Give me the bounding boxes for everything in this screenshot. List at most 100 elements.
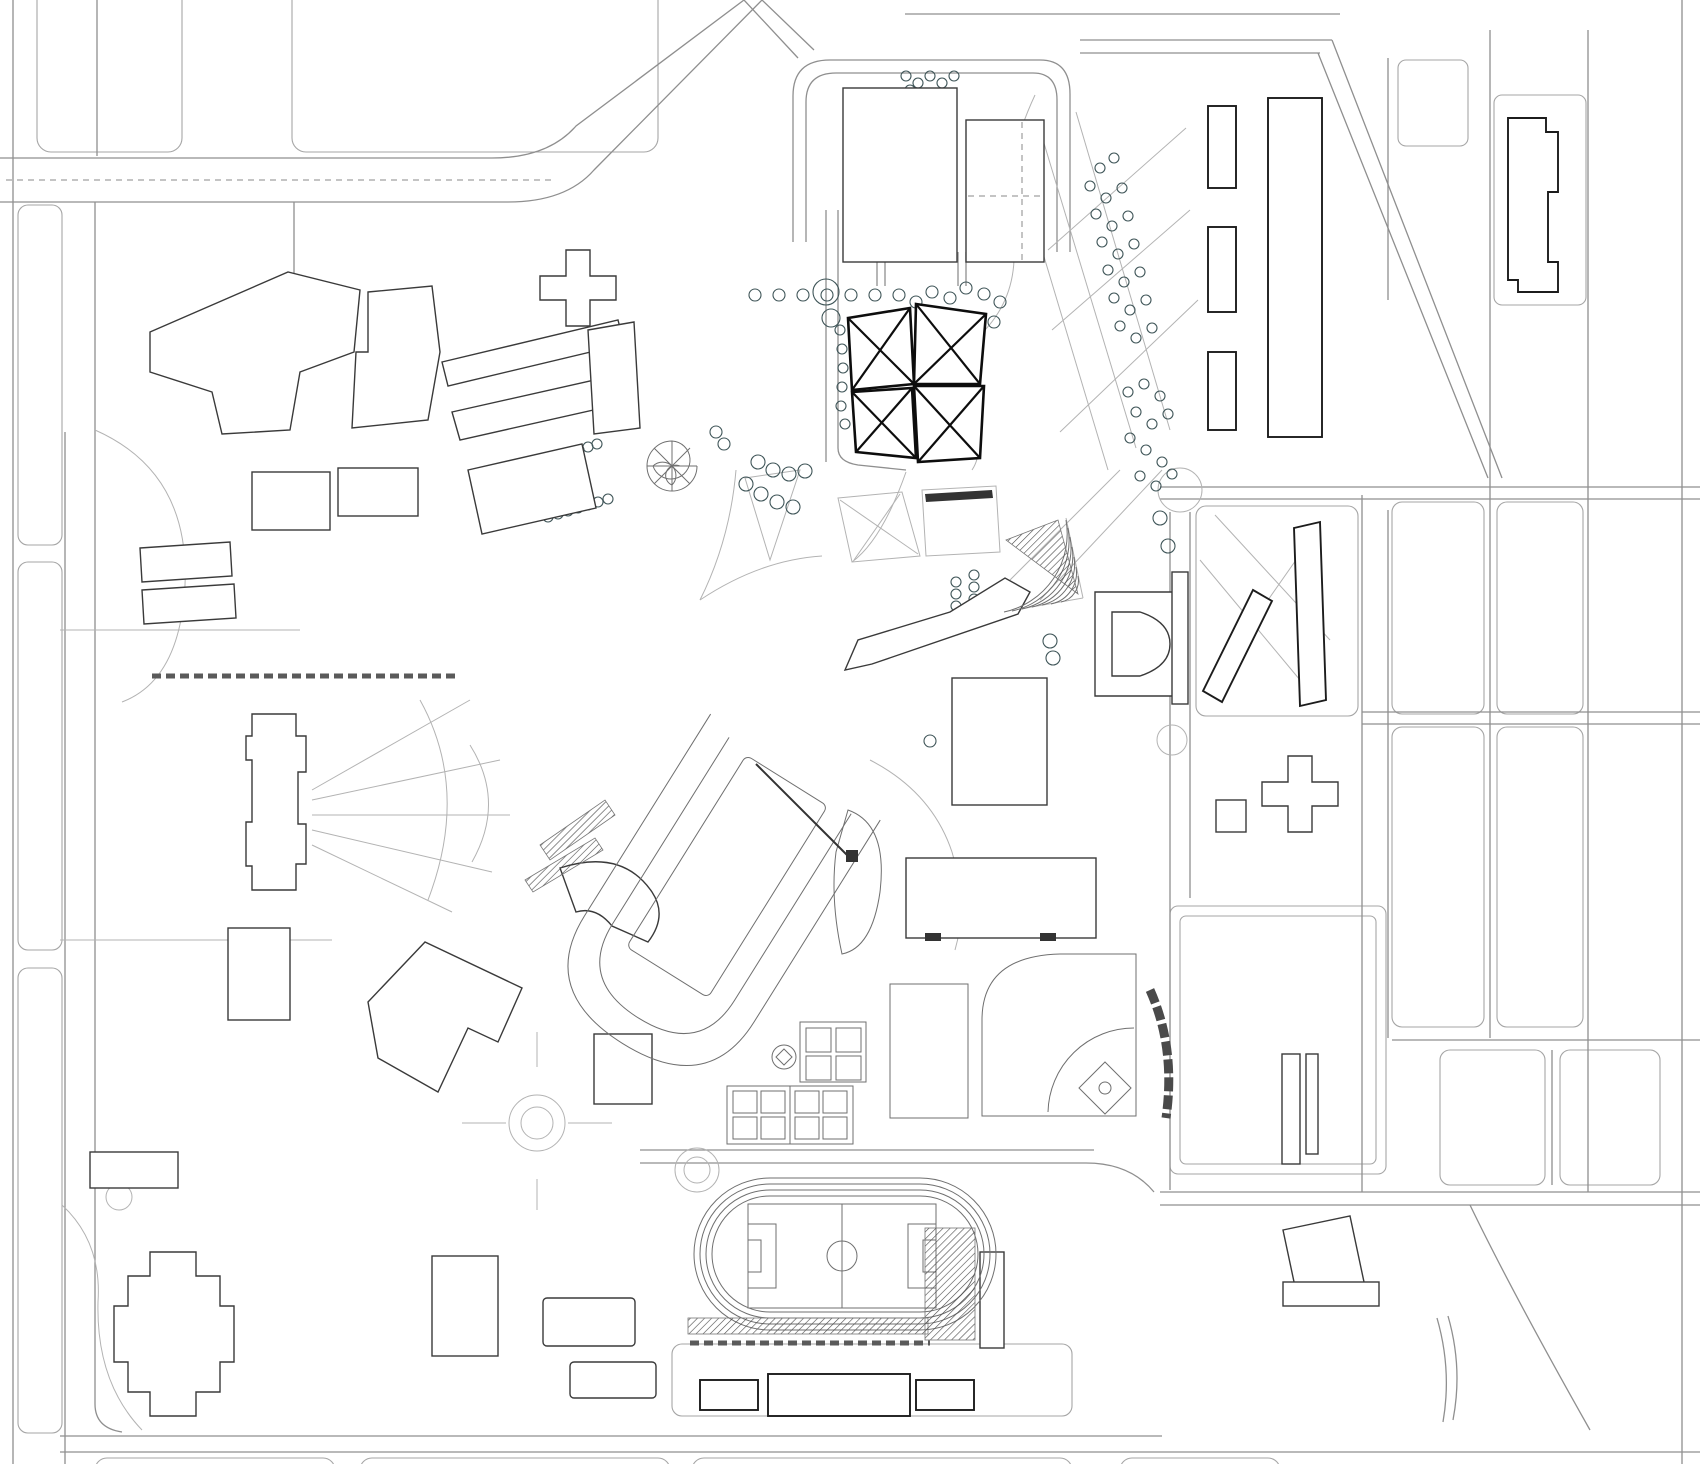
trees-shape bbox=[748, 288, 762, 302]
sports-shape bbox=[822, 1090, 848, 1114]
trees-shape bbox=[781, 466, 797, 482]
amphitheater-wedge bbox=[1005, 519, 1079, 596]
dark-buildings-shape bbox=[1207, 351, 1237, 431]
dark-buildings-shape bbox=[915, 1379, 975, 1411]
trees-shape bbox=[1152, 510, 1168, 526]
sports-shape bbox=[775, 1048, 793, 1066]
trees-shape bbox=[1140, 294, 1152, 306]
trees-shape bbox=[765, 462, 781, 478]
sports-shape bbox=[805, 1027, 832, 1053]
trees-shape bbox=[968, 569, 980, 581]
streets-shape bbox=[1469, 1204, 1591, 1431]
roundabout-plaza bbox=[1157, 467, 1203, 513]
buildings-shape bbox=[1281, 1053, 1301, 1165]
buildings-shape bbox=[569, 1361, 657, 1399]
rec-center bbox=[905, 857, 1097, 939]
stadium-needle bbox=[755, 763, 851, 859]
trees-shape bbox=[950, 576, 962, 588]
tennis-block-north bbox=[799, 1021, 867, 1083]
trees-shape bbox=[1162, 408, 1174, 420]
trees-shape bbox=[1130, 406, 1142, 418]
campus-paths-shape bbox=[674, 1147, 720, 1193]
buildings-shape bbox=[979, 1251, 1005, 1349]
trees-shape bbox=[769, 494, 785, 510]
trees-shape bbox=[1122, 386, 1134, 398]
trees-shape bbox=[602, 493, 614, 505]
trees-shape bbox=[1084, 180, 1096, 192]
north-hall-west bbox=[842, 87, 958, 263]
sports-shape bbox=[794, 1116, 820, 1140]
city-blocks-shape bbox=[1195, 505, 1359, 717]
sports-shape bbox=[732, 1090, 758, 1114]
west-hall bbox=[245, 713, 307, 891]
trees-shape bbox=[1154, 390, 1166, 402]
dark-buildings-shape bbox=[1207, 105, 1237, 189]
buildings-shape bbox=[467, 443, 597, 535]
buildings-shape bbox=[1305, 1053, 1319, 1155]
campus-paths-shape bbox=[1059, 299, 1199, 433]
city-blocks-shape bbox=[36, 0, 183, 153]
buildings-shape bbox=[951, 677, 1048, 806]
city-blocks-shape bbox=[1179, 915, 1377, 1165]
dark-buildings bbox=[699, 97, 1559, 1417]
city-blocks-shape bbox=[360, 1457, 670, 1464]
buildings-shape bbox=[1282, 1281, 1380, 1307]
trees-shape bbox=[948, 70, 960, 82]
dark-ticks-shape bbox=[1040, 933, 1056, 941]
streets-shape bbox=[0, 0, 745, 159]
trees-shape bbox=[1156, 456, 1168, 468]
trees-shape bbox=[1112, 248, 1124, 260]
trees-shape bbox=[993, 295, 1007, 309]
bent-bar-building bbox=[843, 577, 1031, 671]
city-blocks-shape bbox=[17, 561, 63, 951]
buildings-shape bbox=[337, 467, 419, 517]
baseball-diamond bbox=[1078, 1061, 1132, 1115]
buildings-shape bbox=[1215, 799, 1247, 833]
city-blocks-shape bbox=[1391, 726, 1485, 1028]
trees-shape bbox=[812, 278, 840, 306]
campus-paths-shape bbox=[853, 493, 901, 561]
field-house bbox=[767, 1373, 911, 1417]
trees-shape bbox=[1108, 152, 1120, 164]
buildings-shape bbox=[593, 1033, 653, 1105]
streets-shape bbox=[1317, 52, 1489, 479]
city-blocks-shape bbox=[1559, 1049, 1661, 1186]
sports-shape bbox=[653, 447, 673, 467]
sports-shape bbox=[805, 1055, 832, 1081]
trees-shape bbox=[1045, 650, 1061, 666]
trees-shape bbox=[1106, 220, 1118, 232]
sports-shape bbox=[747, 1223, 777, 1289]
trees-shape bbox=[785, 499, 801, 515]
campus-paths-shape bbox=[469, 744, 489, 863]
trees-shape bbox=[772, 288, 786, 302]
campus-paths-shape bbox=[699, 469, 737, 601]
campus-paths-shape bbox=[61, 1204, 143, 1431]
city-blocks-shape bbox=[95, 1457, 335, 1464]
trees-shape bbox=[1166, 468, 1178, 480]
star-ridges-shape bbox=[915, 303, 981, 385]
streets-shape bbox=[1436, 1317, 1448, 1423]
buildings-shape bbox=[587, 321, 641, 435]
buildings-shape bbox=[1111, 611, 1171, 677]
trees-shape bbox=[1150, 480, 1162, 492]
sports-shape bbox=[835, 1055, 862, 1081]
dark-ticks-shape bbox=[925, 490, 993, 502]
stands-shape bbox=[524, 837, 604, 893]
trees-shape bbox=[709, 425, 723, 439]
buildings-shape bbox=[251, 471, 331, 531]
trees-shape bbox=[1134, 470, 1146, 482]
sports-shape bbox=[653, 465, 673, 485]
city-blocks-shape bbox=[1439, 1049, 1546, 1186]
sports-shape bbox=[835, 1027, 862, 1053]
trees-shape bbox=[1108, 292, 1120, 304]
trees-shape bbox=[796, 288, 810, 302]
campus-paths-shape bbox=[508, 1094, 566, 1152]
trees-shape bbox=[839, 418, 851, 430]
star-ridges-shape bbox=[851, 307, 911, 391]
buildings-shape bbox=[139, 541, 233, 583]
thin-dashes bbox=[6, 122, 1042, 260]
trees-shape bbox=[1116, 182, 1128, 194]
sports-shape bbox=[760, 1090, 786, 1114]
campus-paths-shape bbox=[419, 699, 448, 901]
sports-shape bbox=[1050, 566, 1077, 605]
